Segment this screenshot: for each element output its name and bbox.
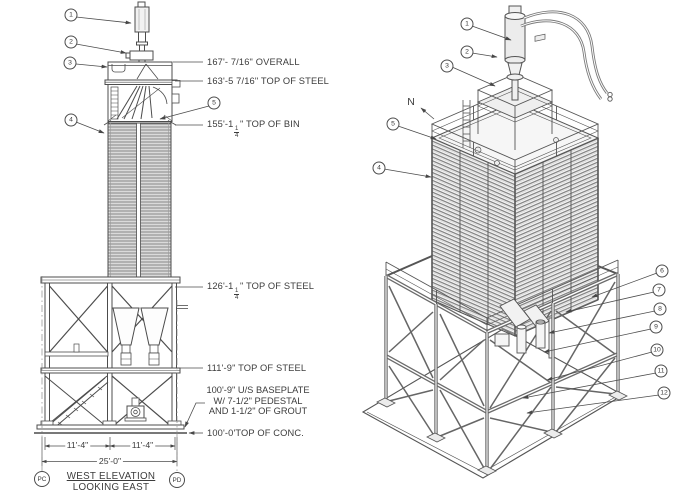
hose-coupling-icon <box>607 91 613 102</box>
elevation-top-housing <box>104 61 178 85</box>
grid-bubble-pd: PD <box>169 472 185 488</box>
dimension-overall: 25'-0" <box>96 456 124 466</box>
callout-top-of-steel-111: 111'-9" TOP OF STEEL <box>207 363 307 373</box>
elevation-support-frame <box>34 276 188 434</box>
balloon-iso-2: 2 <box>460 45 474 59</box>
view-title: WEST ELEVATION LOOKING EAST <box>66 471 156 493</box>
iso-filter-unit <box>504 5 526 101</box>
iso-baseplates <box>376 390 628 476</box>
isometric-drawing <box>361 5 628 479</box>
balloon-elev-1: 1 <box>64 8 78 22</box>
balloon-elev-2: 2 <box>64 35 78 49</box>
balloon-iso-4: 4 <box>372 161 386 175</box>
iso-raised-platform <box>476 73 554 150</box>
iso-ladder <box>462 100 471 148</box>
west-elevation-drawing <box>34 1 188 434</box>
callout-top-of-conc: 100'-0'TOP OF CONC. <box>207 428 304 438</box>
balloon-iso-3: 3 <box>440 59 454 73</box>
balloon-elev-3: 3 <box>63 56 77 70</box>
callout-top-of-steel-163: 163'-5 7/16" TOP OF STEEL <box>207 76 329 86</box>
callout-overall: 167'- 7/16" OVERALL <box>207 57 300 67</box>
elevation-distributor-section <box>103 80 181 126</box>
balloon-iso-7: 7 <box>652 283 666 297</box>
north-arrow-icon <box>420 107 435 120</box>
balloon-elev-4: 4 <box>64 113 78 127</box>
callout-baseplate: 100'-9" U/S BASEPLATE W/ 7-1/2" PEDESTAL… <box>206 385 310 417</box>
dimension-bay-left: 11'-4" <box>64 440 91 450</box>
balloon-iso-1: 1 <box>460 17 474 31</box>
elevation-filter-unit <box>125 1 154 64</box>
elevation-bin-body <box>107 122 172 278</box>
balloon-iso-5: 5 <box>386 117 400 131</box>
balloon-iso-10: 10 <box>650 343 664 357</box>
balloon-iso-12: 12 <box>657 386 671 400</box>
north-label: N <box>407 96 415 108</box>
dimension-bay-right: 11'-4" <box>129 440 156 450</box>
iso-fill-pipe <box>520 10 613 102</box>
grid-bubble-pc: PC <box>34 471 50 487</box>
leader-lines <box>75 16 660 435</box>
balloon-iso-6: 6 <box>655 264 669 278</box>
balloon-iso-11: 11 <box>654 364 668 378</box>
balloon-iso-8: 8 <box>653 302 667 316</box>
iso-mid-platform <box>385 352 619 414</box>
balloon-elev-5: 5 <box>207 96 221 110</box>
balloon-iso-9: 9 <box>649 320 663 334</box>
iso-frame-columns <box>384 274 620 471</box>
